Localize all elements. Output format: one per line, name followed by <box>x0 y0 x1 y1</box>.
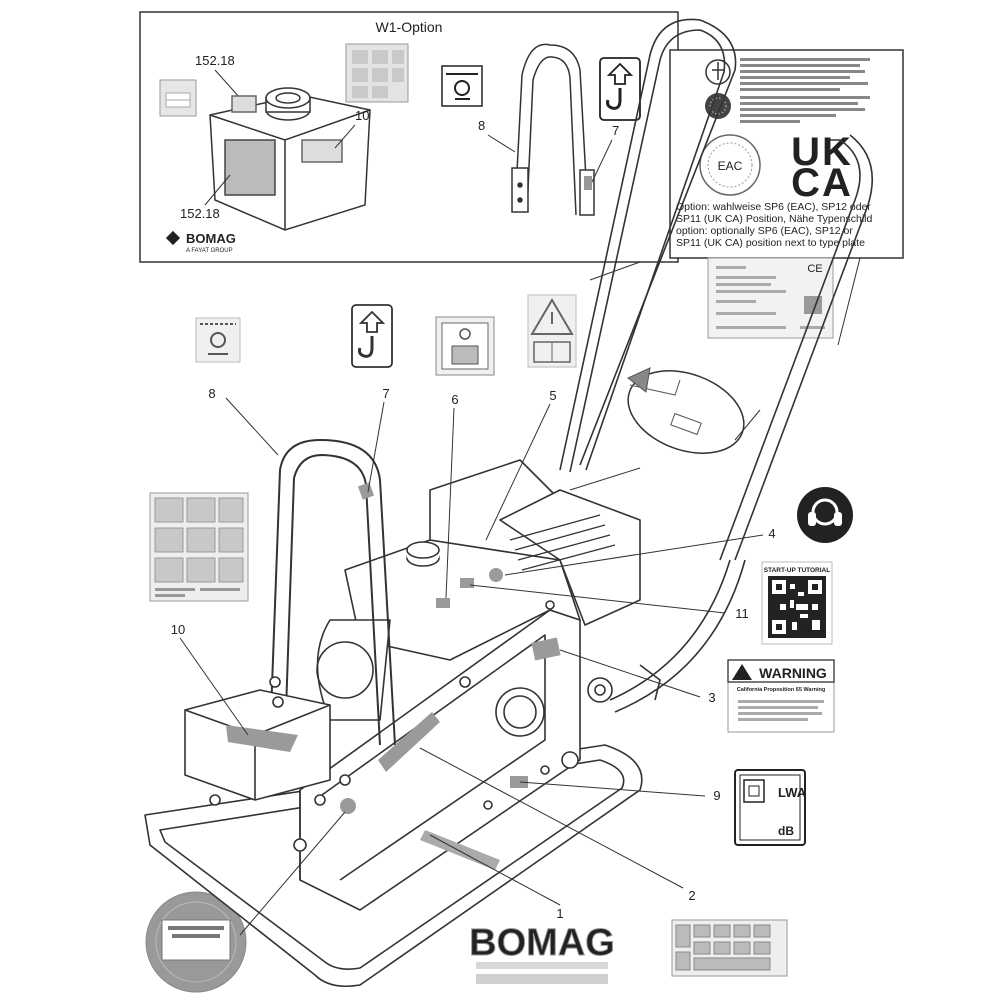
bomag-large-decal: BOMAG <box>469 922 615 984</box>
eu-note-line-3: option: optionally SP6 (EAC), SP12 or <box>676 225 853 237</box>
maintenance-instructions-decal <box>149 492 249 602</box>
callout-10: 10 <box>171 622 185 637</box>
type-plate-location-detail <box>569 367 761 491</box>
callout-3: 3 <box>708 690 715 705</box>
label-tank-top: 152.18 <box>195 53 235 68</box>
callout-6: 6 <box>451 392 458 407</box>
eu-note-line-4: SP11 (UK CA) position next to type plate <box>676 237 865 249</box>
callout-11: 11 <box>735 606 749 621</box>
startup-tutorial-qr-decal: START-UP TUTORIAL <box>761 561 833 645</box>
callout-7: 7 <box>382 386 389 401</box>
callout-2: 2 <box>688 888 695 903</box>
label-handle: 8 <box>478 118 485 133</box>
type-plate-ce: CE <box>807 263 822 275</box>
type-plate: CE <box>707 257 834 339</box>
eu-note-line-2: SP11 (UK CA) Position, Nähe Typenschild <box>676 213 872 225</box>
callout-1: 1 <box>556 906 563 921</box>
leader-handle <box>487 134 516 153</box>
warning-title: WARNING <box>759 665 827 681</box>
qr-title: START-UP TUTORIAL <box>764 567 830 574</box>
option-box-title: W1-Option <box>376 19 443 35</box>
operation-pictogram-strip <box>671 919 788 977</box>
ukca-mark: UK CA <box>791 130 853 205</box>
w1-option-panel: W1-Option 152.18 10 152.18 <box>139 11 679 263</box>
handle-bar <box>511 43 595 216</box>
california-warning-decal: ! WARNING California Proposition 65 Warn… <box>727 659 835 733</box>
hearing-icon-decal <box>195 317 241 363</box>
bomag-logo-small: BOMAG A FAYAT GROUP <box>165 230 236 254</box>
callout-5: 5 <box>549 388 556 403</box>
ukca-top: UK <box>791 130 853 174</box>
quality-inspection-seal <box>145 891 247 993</box>
leader-hook <box>591 139 613 183</box>
svg-text:A FAYAT GROUP: A FAYAT GROUP <box>186 248 233 254</box>
option-brand: BOMAG <box>186 231 236 246</box>
lwa-symbol: LWA <box>778 785 807 800</box>
eac-mark: EAC <box>718 159 743 173</box>
callout-4: 4 <box>768 526 775 541</box>
bomag-large: BOMAG <box>469 922 615 964</box>
ukca-bottom: CA <box>791 161 853 205</box>
ear-protection-icon <box>797 487 853 543</box>
fuel-decal-icon <box>435 316 495 376</box>
hook-decal-icon <box>351 304 393 368</box>
callout-8: 8 <box>208 386 215 401</box>
label-hook: 7 <box>612 123 619 138</box>
leader-tank-cap <box>334 124 356 149</box>
operating-instructions-decal-icon <box>345 43 409 103</box>
callout-9: 9 <box>713 788 720 803</box>
callout-leaders <box>179 397 764 936</box>
tank-decal-icon <box>159 79 197 117</box>
callout-labels: 1 2 3 4 5 6 7 8 9 10 11 <box>171 386 776 921</box>
lwa-unit: dB <box>778 824 794 838</box>
leader-tank-side <box>204 174 231 206</box>
lashing-point-decal-icon <box>441 65 483 107</box>
eu-ukca-panel: EAC UK CA Option: wahlweise SP6 (EAC), S… <box>669 49 904 259</box>
leader-tank-top <box>214 69 241 99</box>
lifting-hook-decal-icon <box>599 57 641 121</box>
warning-subtitle: California Proposition 65 Warning <box>737 687 825 693</box>
eu-note-line-1: Option: wahlweise SP6 (EAC), SP12 oder <box>676 201 871 213</box>
label-tank-cap: 10 <box>355 108 369 123</box>
svg-text:!: ! <box>741 671 744 680</box>
water-tank <box>209 87 371 231</box>
eu-note: Option: wahlweise SP6 (EAC), SP12 oder S… <box>676 201 875 249</box>
sound-power-decal: LWA dB <box>734 769 807 846</box>
warning-manual-decal-icon <box>527 294 577 368</box>
eac-seal: EAC <box>699 134 761 196</box>
label-tank-side: 152.18 <box>180 206 220 221</box>
eu-restriction-decal <box>705 58 870 123</box>
